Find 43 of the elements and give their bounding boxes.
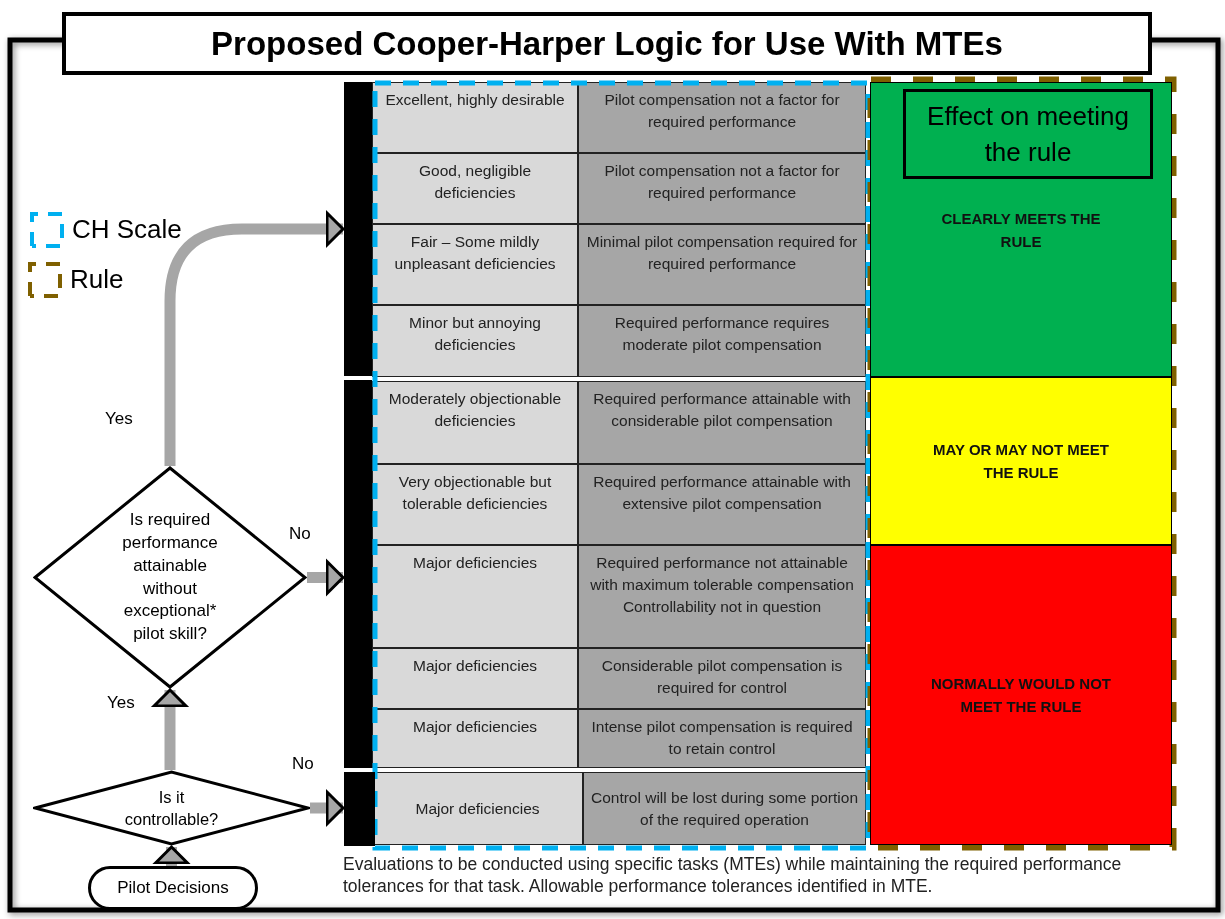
block-arrow bbox=[164, 211, 345, 466]
rating-cell: Major deficiencies bbox=[372, 772, 583, 845]
rating-cell: Major deficiencies bbox=[372, 648, 578, 709]
caption: Evaluations to be conducted using specific tasks (MTEs) while maintaining the required performance tolerances for that task. Allowable performance tolerances identified in MTE. bbox=[343, 853, 1123, 898]
verdict-text: MAY OR MAY NOT MEET THE RULE bbox=[932, 440, 1110, 483]
description-cell: Required performance attainable with considerable pilot compensation bbox=[578, 381, 866, 464]
description-cell: Pilot compensation not a factor for required performance bbox=[578, 153, 866, 224]
rule-panel bbox=[870, 377, 1172, 545]
block-arrow bbox=[154, 845, 189, 866]
bracket-bar bbox=[344, 772, 375, 846]
rating-cell: Fair – Some mildly unpleasant deficiencies bbox=[372, 224, 578, 305]
decision-diamond bbox=[33, 770, 310, 846]
rating-cell: Major deficiencies bbox=[372, 709, 578, 768]
bracket-bar bbox=[344, 380, 372, 768]
rating-cell: Minor but annoying deficiencies bbox=[372, 305, 578, 377]
rating-cell: Major deficiencies bbox=[372, 545, 578, 648]
bracket-bar bbox=[344, 82, 372, 376]
description-cell: Required performance not attainable with maximum tolerable compensation Controllability not in question bbox=[578, 545, 866, 648]
rating-cell: Excellent, highly desirable bbox=[372, 82, 578, 153]
description-cell: Pilot compensation not a factor for required performance bbox=[578, 82, 866, 153]
rule-panel bbox=[870, 545, 1172, 845]
description-cell: Intense pilot compensation is required to retain control bbox=[578, 709, 866, 768]
panel-heading: Effect on meeting the rule bbox=[903, 89, 1153, 179]
legend-text: Rule bbox=[70, 264, 124, 295]
description-cell: Required performance attainable with extensive pilot compensation bbox=[578, 464, 866, 545]
rule-panel bbox=[870, 82, 1172, 377]
description-cell: Required performance requires moderate pilot compensation bbox=[578, 305, 866, 377]
legend-text: CH Scale bbox=[72, 214, 182, 245]
rating-cell: Good, negligible deficiencies bbox=[372, 153, 578, 224]
verdict-text: CLEARLY MEETS THE RULE bbox=[940, 209, 1102, 252]
description-cell: Considerable pilot compensation is required for control bbox=[578, 648, 866, 709]
question-text: Is required performance attainable without exceptional* pilot skill? bbox=[121, 508, 219, 646]
block-arrow bbox=[307, 560, 345, 595]
rating-cell: Moderately objectionable deficiencies bbox=[372, 381, 578, 464]
question-text: Is it controllable? bbox=[123, 786, 220, 830]
verdict-text: NORMALLY WOULD NOT MEET THE RULE bbox=[930, 674, 1112, 717]
block-arrow bbox=[310, 790, 345, 826]
title: Proposed Cooper-Harper Logic for Use With MTEs bbox=[62, 12, 1152, 75]
terminal-box: Pilot Decisions bbox=[88, 866, 258, 910]
description-cell: Minimal pilot compensation required for required performance bbox=[578, 224, 866, 305]
rating-cell: Very objectionable but tolerable deficiencies bbox=[372, 464, 578, 545]
description-cell: Control will be lost during some portion of the required operation bbox=[583, 772, 866, 845]
block-arrow bbox=[152, 688, 188, 770]
